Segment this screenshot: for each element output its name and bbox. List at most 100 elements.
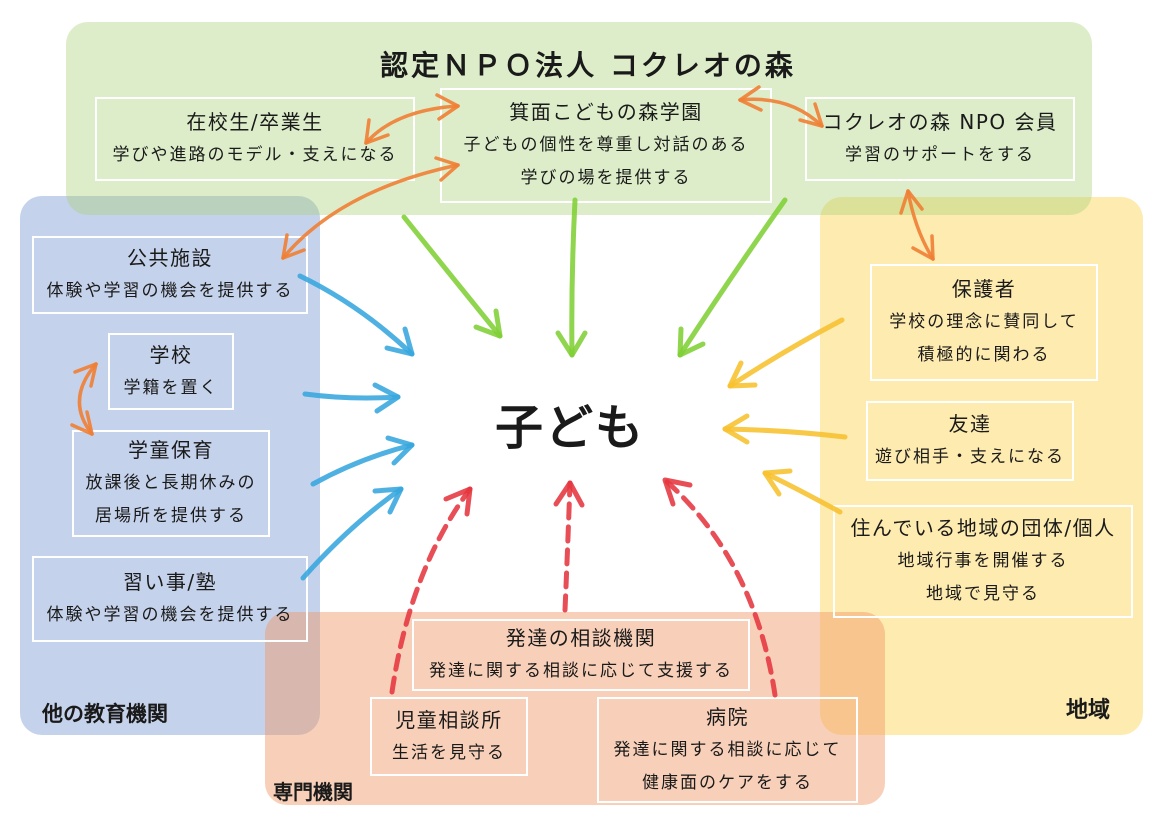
box-students-alumni: 在校生/卒業生 学びや進路のモデル・支えになる: [95, 97, 415, 181]
arrow-head: [385, 435, 415, 466]
arrow-line: [364, 104, 460, 145]
arrow-line: [401, 214, 503, 339]
arrow-guardians-to-child: [727, 317, 845, 389]
box-lessons-cram-school: 習い事/塾 体験や学習の機会を提供する: [32, 556, 308, 642]
arrow-students-school: [364, 93, 460, 145]
box-title: 在校生/卒業生: [186, 110, 324, 134]
box-title: 習い事/塾: [122, 570, 218, 594]
community-region: [820, 197, 1143, 735]
box-description: 体験や学習の機会を提供する: [46, 281, 294, 301]
arrow-head: [372, 382, 401, 414]
arrow-lessons-to-child: [300, 486, 404, 581]
arrows-community-to-child: [722, 317, 848, 515]
arrow-line: [297, 273, 415, 357]
arrow-development-to-child: [553, 480, 585, 613]
arrow-head: [722, 413, 750, 445]
arrow-head: [435, 93, 460, 121]
box-description: 学習のサポートをする: [845, 145, 1035, 165]
box-npo-members: コクレオの森 NPO 会員 学習のサポートをする: [805, 97, 1075, 181]
box-title: 保護者: [951, 277, 1017, 301]
arrow-line: [906, 189, 935, 261]
box-description: 遊び相手・支えになる: [875, 447, 1065, 467]
arrows-npo-to-child: [401, 197, 788, 358]
arrow-school-members: [738, 85, 824, 128]
arrow-head: [738, 85, 763, 112]
arrow-school-to-child: [302, 382, 401, 414]
box-description: 放課後と長期休みの: [85, 473, 257, 493]
box-title: 発達の相談機関: [505, 626, 657, 650]
box-title: 友達: [948, 412, 992, 436]
arrow-line: [77, 362, 98, 436]
arrow-child-guidance-to-child: [389, 486, 473, 695]
box-guardians: 保護者 学校の理念に賛同して 積極的に関わる: [870, 264, 1098, 381]
arrow-head: [677, 326, 706, 358]
box-child-guidance-center: 児童相談所 生活を見守る: [370, 697, 528, 776]
box-description: 積極的に関わる: [917, 345, 1051, 365]
arrow-head: [281, 233, 306, 260]
arrow-head: [899, 189, 924, 215]
arrow-head: [662, 477, 693, 507]
box-title: 児童相談所: [395, 707, 503, 732]
box-description: 学びの場を提供する: [520, 168, 692, 188]
arrow-school-to-child: [555, 197, 588, 358]
arrow-head: [384, 326, 415, 357]
arrow-local-groups-to-child: [762, 468, 843, 515]
box-description: 地域行事を開催する: [897, 551, 1069, 571]
arrow-head: [553, 480, 585, 508]
arrow-head: [364, 118, 390, 145]
box-minoh-school: 箕面こどもの森学園 子どもの個性を尊重し対話のある 学びの場を提供する: [440, 88, 772, 203]
arrow-head: [798, 102, 824, 128]
box-school: 学校 学籍を置く: [108, 333, 234, 410]
arrow-hospital-to-child: [662, 477, 778, 698]
npo-region: [66, 22, 1092, 215]
arrow-members-to-child: [677, 197, 788, 358]
box-title: 箕面こどもの森学園: [509, 100, 703, 124]
box-title: 学校: [149, 342, 193, 367]
arrow-friends-to-child: [722, 413, 848, 445]
community-group-label: 地域: [1066, 698, 1111, 723]
box-description: 発達に関する相談に応じて支援する: [429, 661, 733, 681]
box-title: 学童保育: [128, 438, 214, 462]
arrow-head: [473, 308, 503, 339]
arrow-line: [389, 486, 473, 695]
box-title: 住んでいる地域の団体/個人: [850, 516, 1116, 540]
education-group-label: 他の教育機関: [42, 702, 168, 726]
arrow-head: [443, 486, 473, 517]
box-title: 病院: [706, 704, 749, 729]
arrow-head: [73, 362, 98, 388]
box-description: 体験や学習の機会を提供する: [46, 605, 294, 625]
specialists-group-label: 専門機関: [273, 780, 353, 804]
arrow-line: [281, 163, 460, 260]
arrow-line: [722, 426, 848, 440]
arrow-after-school-to-child: [310, 435, 415, 487]
arrow-line: [569, 197, 578, 358]
arrow-head: [372, 486, 404, 515]
arrow-head: [727, 360, 758, 389]
box-local-groups: 住んでいる地域の団体/個人 地域行事を開催する 地域で見守る: [833, 505, 1133, 618]
arrow-line: [738, 97, 824, 128]
box-description: 学校の理念に賛同して: [889, 312, 1079, 332]
box-description: 子どもの個性を尊重し対話のある: [463, 135, 749, 155]
arrow-head: [555, 330, 588, 358]
box-description: 健康面のケアをする: [642, 772, 813, 793]
arrow-head: [762, 468, 793, 497]
box-title: コクレオの森 NPO 会員: [822, 110, 1058, 134]
education-region: [20, 196, 320, 735]
specialists-region: [265, 612, 885, 805]
arrow-members-guardians: [899, 189, 935, 261]
box-development-consultation: 発達の相談機関 発達に関する相談に応じて支援する: [412, 619, 750, 691]
box-friends: 友達 遊び相手・支えになる: [866, 401, 1074, 481]
box-description: 生活を見守る: [392, 742, 506, 763]
box-description: 学びや進路のモデル・支えになる: [112, 145, 398, 165]
arrow-head: [434, 156, 460, 182]
box-after-school-care: 学童保育 放課後と長期休みの 居場所を提供する: [72, 430, 270, 537]
box-description: 居場所を提供する: [95, 506, 247, 526]
arrow-line: [300, 486, 404, 581]
arrow-public-facility-to-child: [297, 273, 415, 357]
arrow-head: [70, 410, 94, 436]
box-hospital: 病院 発達に関する相談に応じて 健康面のケアをする: [597, 697, 858, 803]
arrow-head: [911, 234, 935, 261]
arrow-line: [762, 470, 843, 515]
arrows-mutual-relations: [70, 85, 935, 436]
